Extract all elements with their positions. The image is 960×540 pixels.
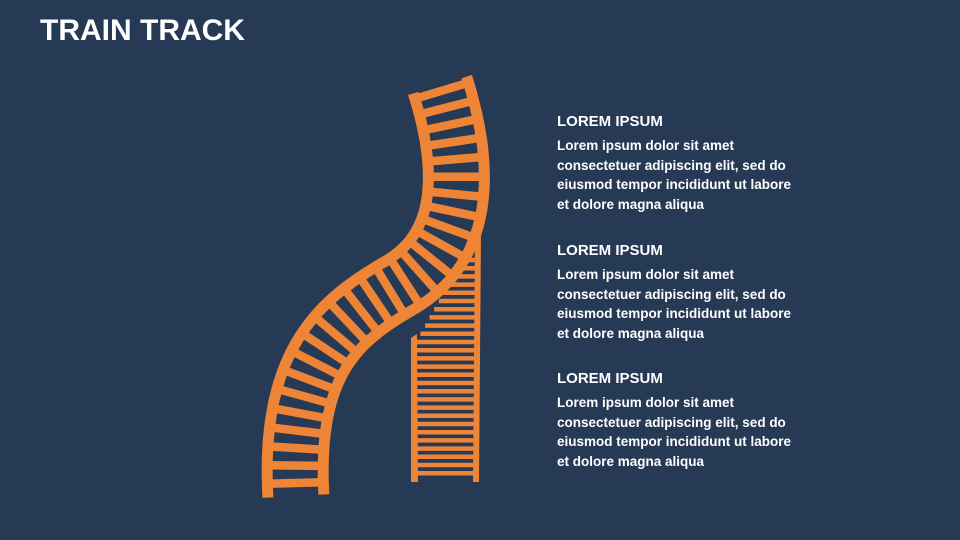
sleeper	[269, 423, 326, 439]
sleeper	[271, 404, 329, 423]
sleeper	[281, 365, 338, 394]
sleeper	[267, 460, 324, 471]
block-heading: LOREM IPSUM	[557, 113, 663, 130]
block-body: Lorem ipsum dolor sit amet consectetuer …	[557, 267, 792, 341]
sleeper	[406, 237, 456, 280]
sleeper	[413, 78, 470, 103]
rail-right	[473, 234, 481, 482]
block-heading: LOREM IPSUM	[557, 370, 663, 387]
sleeper	[340, 285, 382, 336]
block-heading: LOREM IPSUM	[557, 242, 663, 259]
sleeper	[267, 442, 325, 455]
block-body: Lorem ipsum dolor sit amet consectetuer …	[557, 138, 792, 212]
text-block-1: LOREM IPSUM Lorem ipsum dolor sit amet c…	[557, 113, 797, 214]
straight-track	[411, 234, 481, 482]
text-block-3: LOREM IPSUM Lorem ipsum dolor sit amet c…	[557, 370, 797, 471]
sleeper	[311, 313, 360, 356]
sleeper	[427, 187, 484, 202]
sleeper	[427, 152, 484, 166]
sleeper	[325, 298, 371, 346]
sleeper	[289, 347, 344, 381]
sleeper	[267, 478, 324, 489]
sleeper	[299, 329, 351, 368]
sleeper	[397, 247, 441, 296]
rail-left	[411, 334, 418, 482]
text-block-2: LOREM IPSUM Lorem ipsum dolor sit amet c…	[557, 242, 797, 343]
sleeper	[386, 255, 424, 308]
sleeper	[422, 114, 479, 135]
block-body: Lorem ipsum dolor sit amet consectetuer …	[557, 395, 792, 469]
sleeper	[275, 384, 333, 408]
sleeper	[371, 264, 409, 318]
sleeper	[414, 226, 468, 262]
curved-track	[261, 74, 490, 498]
sleeper	[425, 133, 482, 151]
sleeper	[418, 96, 475, 119]
slide-title: TRAIN TRACK	[40, 14, 245, 47]
sleeper	[356, 274, 395, 326]
sleeper	[424, 201, 482, 222]
sleeper	[420, 214, 476, 242]
